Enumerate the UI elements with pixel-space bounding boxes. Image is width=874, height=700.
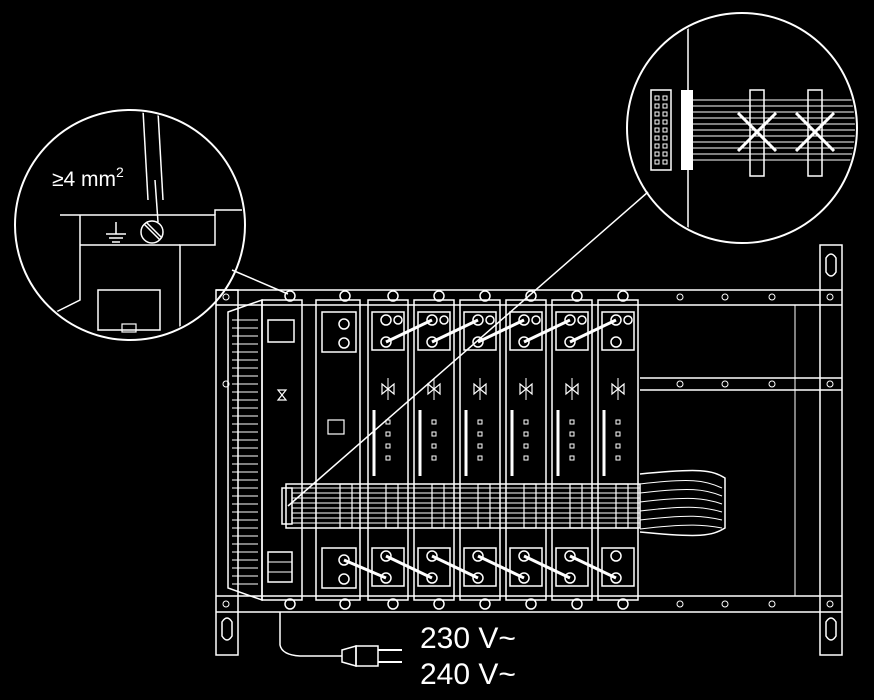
x-mark-icon	[794, 111, 836, 153]
mounting-hole-bottom-right	[825, 617, 837, 641]
amplifier-module	[367, 290, 433, 610]
ribbon-plug	[681, 90, 693, 170]
amplifier-module	[597, 290, 639, 610]
amplifier-module	[413, 290, 479, 610]
ground-screw	[140, 220, 164, 244]
pin-header	[650, 89, 672, 171]
power-supply-unit	[227, 290, 303, 610]
voltage-label-240: 240 V~	[420, 658, 516, 691]
rail-holes	[222, 293, 834, 608]
voltage-label-230: 230 V~	[420, 622, 516, 655]
ribbon-cable	[281, 469, 726, 537]
amplifier-modules	[343, 290, 639, 610]
amplifier-module	[551, 290, 617, 610]
mounting-hole-bottom-left	[221, 617, 233, 641]
psu-switch	[267, 319, 295, 343]
wire-gauge-label: ≥4 mm2	[52, 164, 124, 191]
amplifier-module	[459, 290, 525, 610]
ground-icon	[106, 222, 126, 243]
control-module	[315, 290, 361, 610]
power-cord	[279, 612, 402, 667]
ground-detail-callout: ≥4 mm2	[14, 109, 289, 341]
x-mark-icon	[736, 111, 778, 153]
mounting-hole-top-right	[825, 253, 837, 277]
connector-detail-callout	[287, 12, 858, 507]
rack-frame	[215, 244, 843, 656]
amplifier-module	[505, 290, 571, 610]
psu-outlet	[267, 551, 293, 583]
power-plug-icon	[341, 645, 357, 667]
